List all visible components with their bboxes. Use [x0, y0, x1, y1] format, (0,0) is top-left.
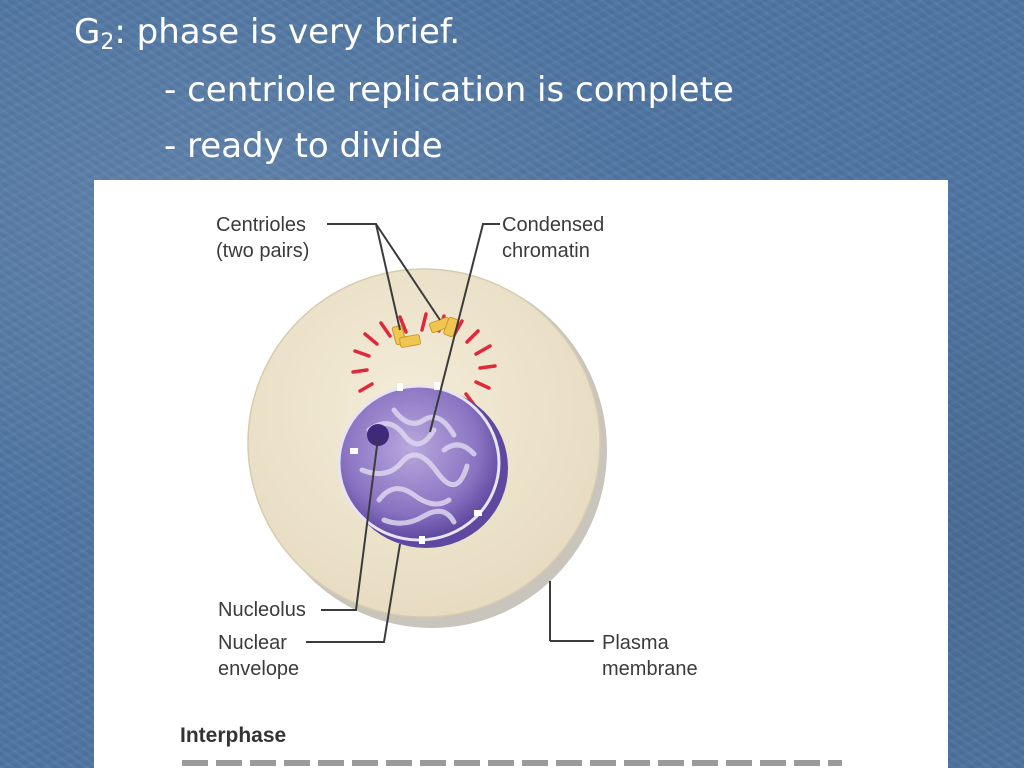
- heading-subscript: 2: [100, 30, 115, 55]
- cell-diagram: [247, 223, 607, 643]
- centrioles: [391, 316, 459, 348]
- heading-rest: : phase is very brief.: [114, 12, 461, 52]
- label-centrioles: Centrioles (two pairs): [216, 214, 310, 262]
- caption-title: Interphase: [180, 724, 287, 747]
- label-nuclear-envelope: Nuclear envelope: [218, 632, 300, 680]
- leader-lines: [306, 223, 594, 643]
- nucleolus: [367, 424, 389, 446]
- label-plasma-membrane: Plasma membrane: [602, 632, 698, 680]
- label-condensed-chromatin: Condensed chromatin: [502, 214, 605, 262]
- nuclear-pores: [350, 382, 482, 544]
- heading-g: G: [74, 12, 101, 52]
- interphase-figure: Centrioles (two pairs) Condensed chromat…: [94, 180, 948, 768]
- chromatin: [359, 407, 477, 526]
- caption-text-cut-off: [182, 760, 842, 766]
- bullet-ready-to-divide: - ready to divide: [164, 126, 443, 166]
- slide-heading: G2: phase is very brief.: [74, 12, 460, 55]
- label-nucleolus: Nucleolus: [218, 599, 306, 621]
- bullet-centriole-replication: - centriole replication is complete: [164, 70, 734, 110]
